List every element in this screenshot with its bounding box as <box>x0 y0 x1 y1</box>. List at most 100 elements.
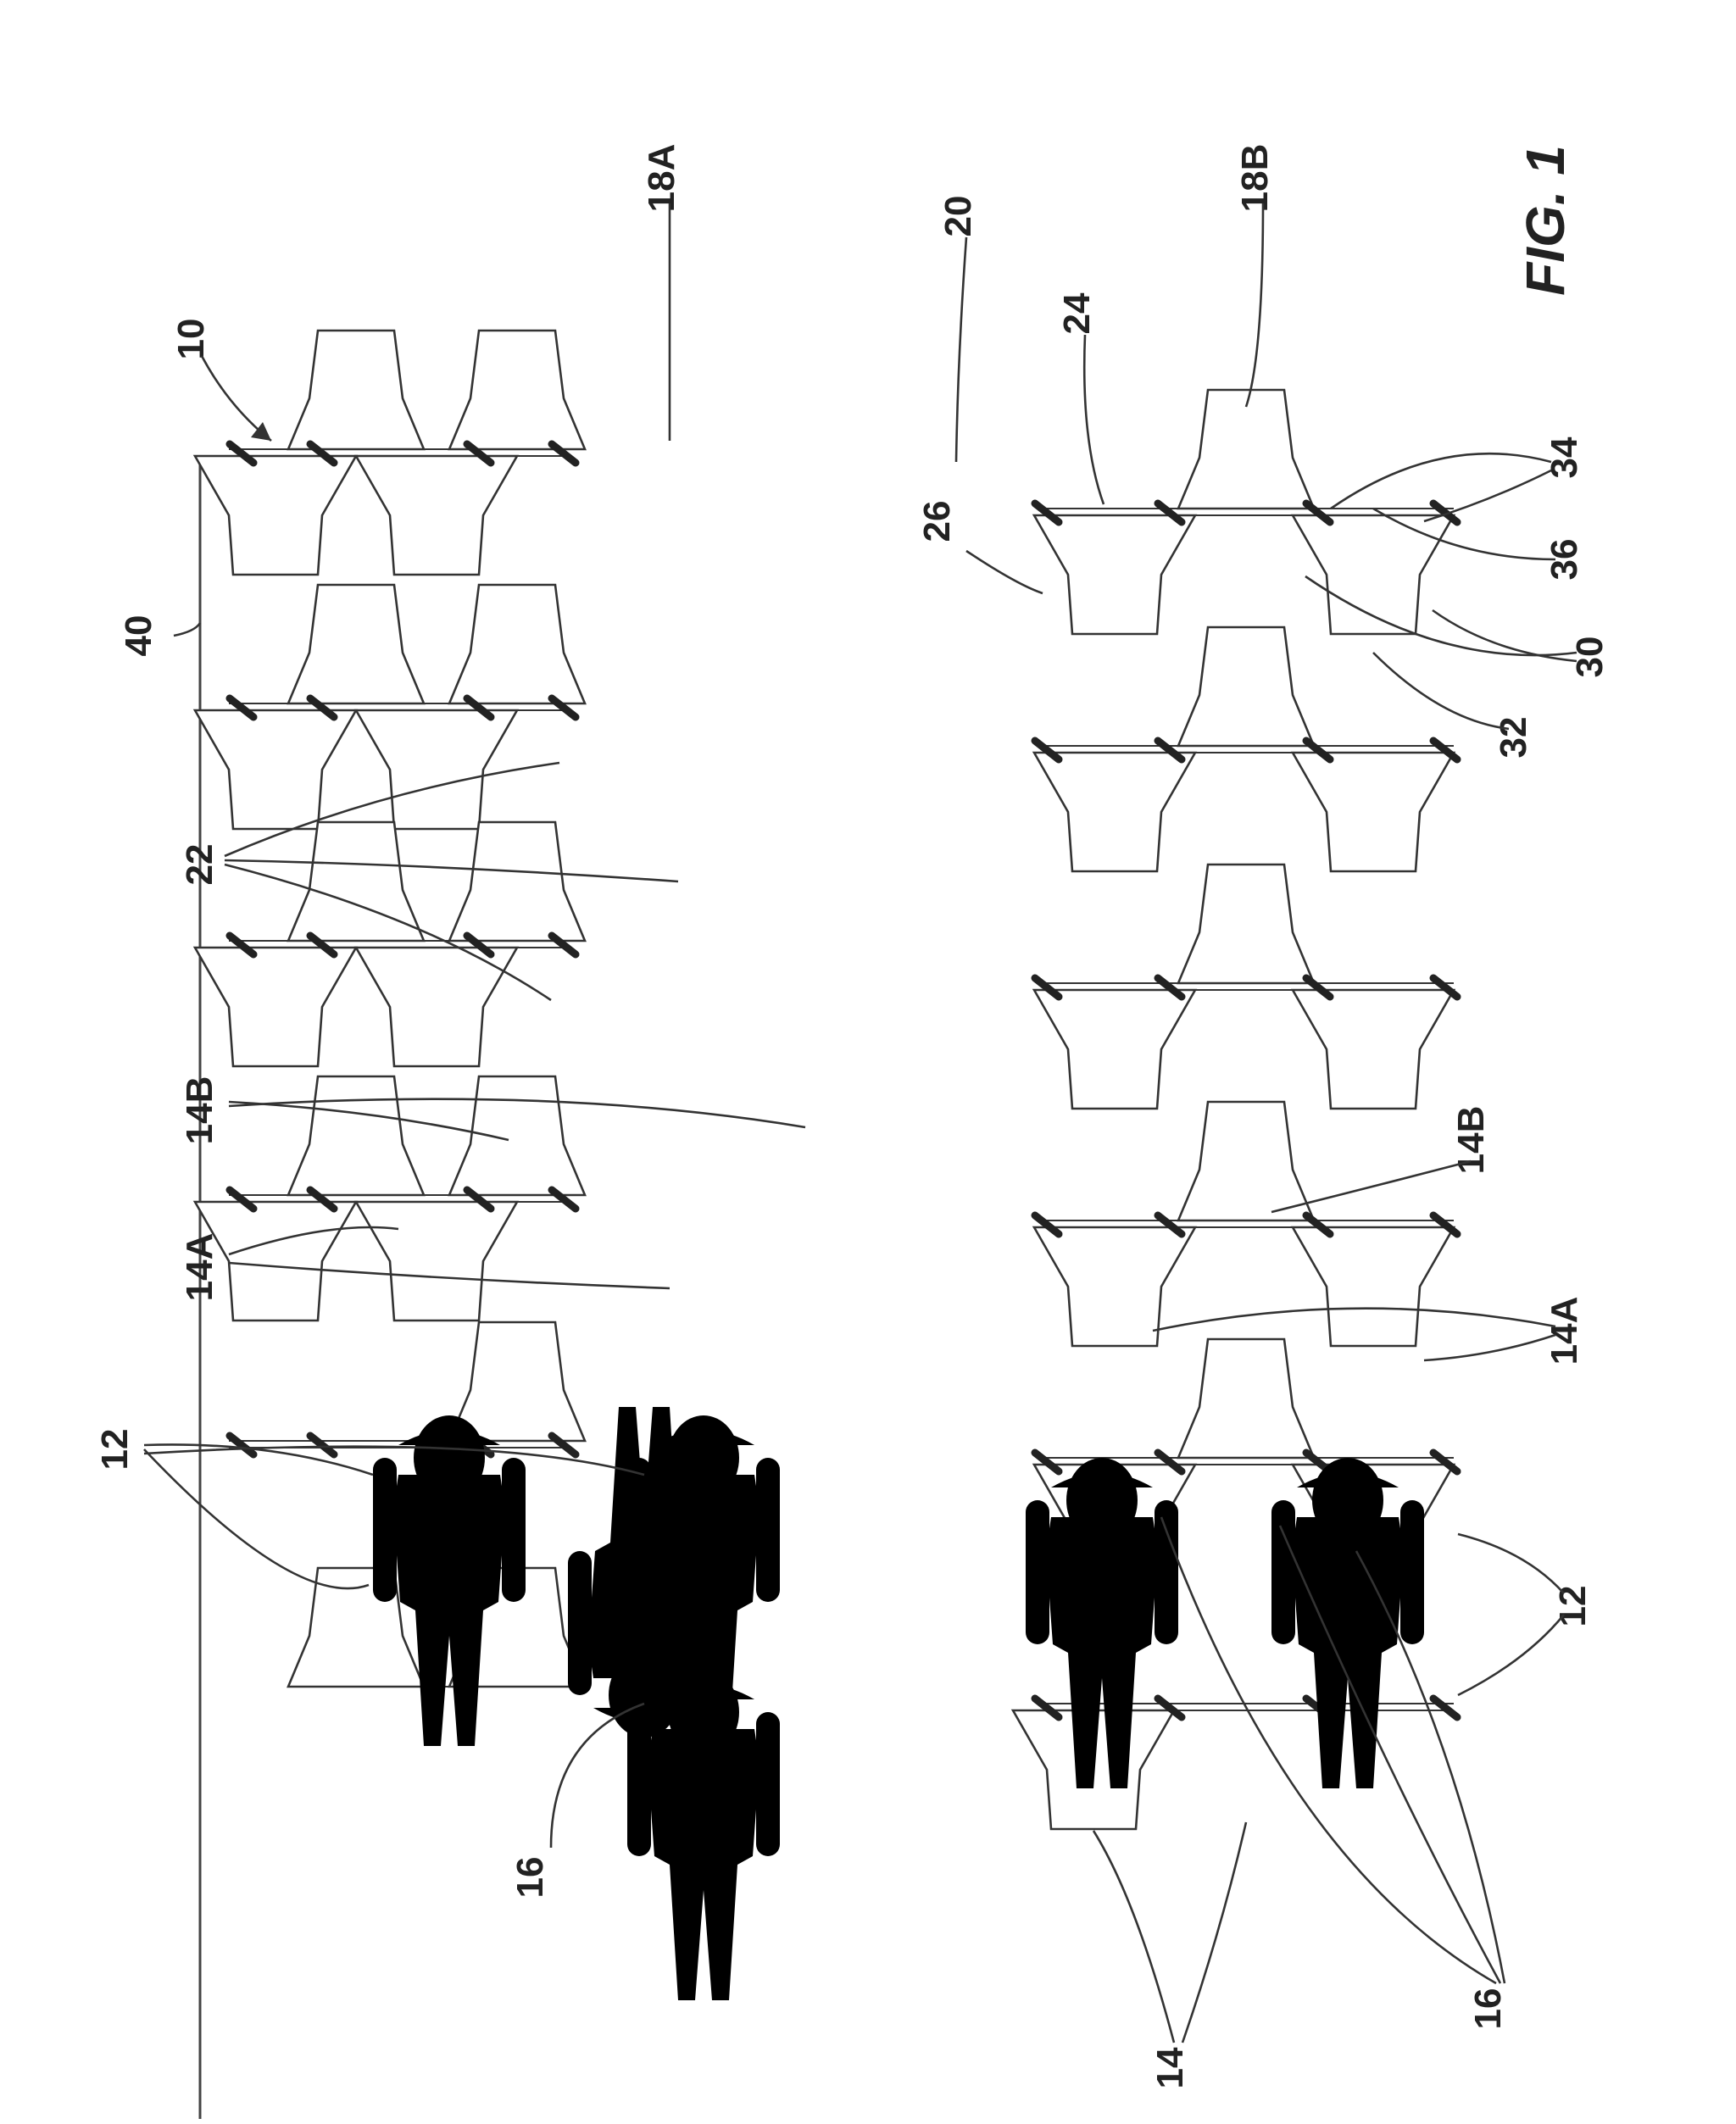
seat-joint <box>548 440 580 467</box>
seat-14B <box>1177 626 1316 748</box>
seat-14A <box>1032 751 1198 873</box>
leader-26 <box>965 549 1043 595</box>
seat-14A <box>1290 1226 1456 1348</box>
label-16-lower: 16 <box>1467 1988 1509 2030</box>
seat-14A <box>1032 1226 1198 1348</box>
seat-joint <box>1031 499 1063 526</box>
seat-joint <box>1154 1211 1186 1238</box>
leader-16-lower-b <box>1278 1525 1502 1984</box>
seat-joint <box>463 440 495 467</box>
seat-14A <box>1032 988 1198 1110</box>
seat-joint <box>1429 499 1461 526</box>
seat-joint <box>1429 1211 1461 1238</box>
seat-joint <box>225 694 258 721</box>
label-40: 40 <box>118 615 159 657</box>
seat-14B <box>448 1075 587 1197</box>
seat-joint <box>1031 737 1063 764</box>
leader-12-b <box>143 1448 370 1590</box>
seat-14A <box>353 454 520 576</box>
label-32: 32 <box>1493 717 1534 759</box>
seat-row-lower <box>1031 388 1461 636</box>
seat-joint <box>1302 1211 1334 1238</box>
leader-22c <box>224 863 552 1002</box>
leader-14A-lower-a <box>1152 1307 1556 1332</box>
seat-joint <box>1302 974 1334 1001</box>
seat-14B <box>1177 863 1316 985</box>
leader-34b <box>1423 469 1552 523</box>
seat-14B <box>448 583 587 705</box>
seat-14B <box>287 820 426 942</box>
seat-joint <box>1031 1448 1063 1476</box>
seat-joint <box>306 1432 338 1459</box>
seat-joint <box>548 931 580 959</box>
label-14A-upper: 14A <box>179 1233 220 1302</box>
leader-16-lower-c <box>1355 1550 1506 1984</box>
label-14: 14 <box>1149 2047 1191 2088</box>
label-10: 10 <box>170 319 212 360</box>
seat-row-lower <box>1031 1100 1461 1348</box>
leader-32 <box>1372 652 1510 731</box>
label-26: 26 <box>916 501 958 542</box>
seat-14A <box>353 946 520 1068</box>
leader-14-b <box>1181 1821 1248 2043</box>
label-14B-lower: 14B <box>1450 1106 1492 1175</box>
leader-12-lower-b <box>1457 1614 1566 1697</box>
arrow-head-icon <box>251 422 271 441</box>
leader-12-c <box>143 1445 645 1476</box>
seat-joint <box>306 1186 338 1213</box>
seat-joint <box>463 931 495 959</box>
seat-joint <box>1031 1211 1063 1238</box>
leader-14B-b <box>228 1098 806 1129</box>
label-12-upper: 12 <box>94 1429 136 1471</box>
seat-14A <box>353 1200 520 1322</box>
seat-joint <box>306 440 338 467</box>
seat-14A <box>1290 988 1456 1110</box>
seat-joint <box>1302 737 1334 764</box>
leader-22a <box>224 761 560 858</box>
seat-joint <box>1154 1448 1186 1476</box>
seat-joint <box>306 694 338 721</box>
seat-row-upper <box>192 583 587 831</box>
seat-14B <box>448 329 587 451</box>
seat-14A <box>1032 514 1198 636</box>
seat-14A <box>192 709 359 831</box>
label-18B: 18B <box>1234 144 1276 213</box>
leader-14A-lower-b <box>1423 1333 1556 1362</box>
leader-18B <box>1244 203 1265 408</box>
seat-joint <box>1429 974 1461 1001</box>
seat-14A <box>1290 751 1456 873</box>
seat-joint <box>1429 1694 1461 1721</box>
seat-row-upper <box>192 329 587 576</box>
seat-joint <box>1302 499 1334 526</box>
seat-joint <box>463 1186 495 1213</box>
leader-16-upper <box>549 1702 645 1849</box>
leader-22b <box>224 859 679 883</box>
seat-14B <box>1177 1337 1316 1460</box>
leader-16-lower-a <box>1160 1516 1497 1985</box>
seat-14B <box>287 329 426 451</box>
seat-joint <box>225 440 258 467</box>
leader-24 <box>1082 334 1105 505</box>
seat-joint <box>225 1186 258 1213</box>
seat-joint <box>1031 974 1063 1001</box>
leader-14A-a <box>228 1226 399 1256</box>
seat-row-upper <box>192 1075 587 1322</box>
leader-14A-b <box>228 1261 670 1290</box>
leader-34a <box>1330 452 1552 510</box>
seat-joint <box>1154 1694 1186 1721</box>
seat-14A <box>192 946 359 1068</box>
seat-joint <box>463 694 495 721</box>
seat-joint <box>548 694 580 721</box>
seat-joint <box>306 931 338 959</box>
seat-row-upper <box>225 1321 587 1459</box>
seat-joint <box>1154 499 1186 526</box>
seat-joint <box>225 931 258 959</box>
seat-14A <box>353 709 520 831</box>
seat-joint <box>1154 737 1186 764</box>
leader-14-a <box>1092 1830 1176 2043</box>
label-14A-lower: 14A <box>1544 1297 1585 1365</box>
seat-14B <box>287 583 426 705</box>
seat-14B <box>448 820 587 942</box>
seat-joint <box>1154 974 1186 1001</box>
